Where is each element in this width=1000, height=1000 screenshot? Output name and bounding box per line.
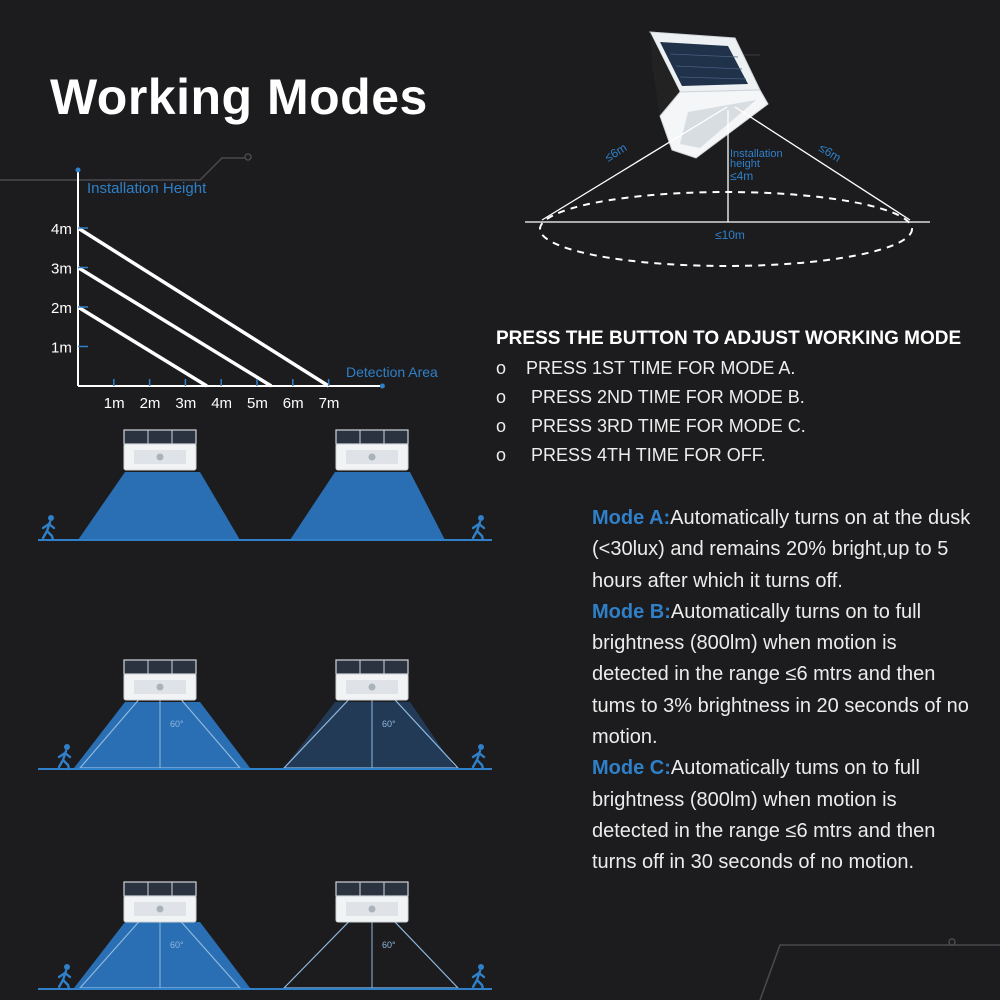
runner-icon (471, 742, 486, 771)
runner-icon (57, 742, 72, 771)
angle-label-c-right: 60° (382, 940, 396, 950)
solar-lamp-image (649, 31, 769, 159)
chart-y-tick-label: 4m (51, 221, 72, 238)
mode-b-description: Mode B:Automatically turns on to full br… (592, 600, 969, 749)
height-range-chart: 1m 2m 3m 4m 1m 2m 3m 4m 5m 6m 7m Installation Heig… (51, 167, 438, 412)
runner-icon (57, 962, 72, 991)
page-title: Working Modes (50, 69, 428, 125)
scene-mode-c: 60° 60° (38, 881, 492, 991)
right-range-label: ≤6m (816, 141, 843, 165)
press-item-2: o PRESS 2ND TIME FOR MODE B. (496, 387, 805, 407)
mode-c-description: Mode C:Automatically tums on to full bri… (592, 757, 936, 874)
chart-x-axis-end (379, 383, 385, 389)
chart-y-tick-label: 2m (51, 300, 72, 317)
chart-x-tick-label: 4m (211, 395, 232, 412)
chart-series-line-3 (77, 305, 208, 388)
angle-label-b-right: 60° (382, 719, 396, 729)
runner-icon (41, 513, 56, 542)
height-label-2: height (730, 158, 760, 170)
height-label-1: Installation (730, 148, 783, 160)
mode-descriptions: Mode A:Automatically turns on at the dus… (592, 503, 972, 879)
angle-label-c-left: 60° (170, 940, 184, 950)
chart-x-axis-label: Detection Area (346, 364, 438, 380)
chart-series-line-1 (77, 226, 330, 388)
chart-y-tick-label: 1m (51, 340, 72, 357)
chart-x-tick-label: 2m (140, 395, 161, 412)
scene-mode-b: 60° 60° (38, 659, 492, 771)
height-label-3: ≤4m (730, 169, 753, 183)
chart-x-tick-label: 7m (319, 395, 340, 412)
chart-x-tick-label: 5m (247, 395, 268, 412)
width-label: ≤10m (715, 228, 745, 242)
mode-a-description: Mode A:Automatically turns on at the dus… (592, 507, 971, 592)
runner-icon (471, 962, 486, 991)
chart-x-tick-label: 1m (104, 395, 125, 412)
chart-y-tick-label: 3m (51, 261, 72, 278)
press-heading: PRESS THE BUTTON TO ADJUST WORKING MODE (496, 328, 962, 349)
top-diagram: ≤6m ≤6m Installation height ≤4m ≤10m (525, 31, 930, 267)
chart-x-tick-label: 6m (283, 395, 304, 412)
mode-scenes: 60° 60° 60° 60° (38, 429, 492, 991)
press-item-3: o PRESS 3RD TIME FOR MODE C. (496, 416, 806, 436)
press-item-4: o PRESS 4TH TIME FOR OFF. (496, 445, 766, 465)
chart-x-tick-label: 3m (175, 395, 196, 412)
chart-y-axis-label: Installation Height (87, 180, 207, 197)
runner-icon (471, 513, 486, 542)
scene-mode-a (38, 429, 492, 542)
angle-label-b-left: 60° (170, 719, 184, 729)
chart-y-axis-end (75, 167, 81, 173)
chart-series-line-2 (77, 266, 273, 388)
left-range-label: ≤6m (602, 140, 629, 164)
